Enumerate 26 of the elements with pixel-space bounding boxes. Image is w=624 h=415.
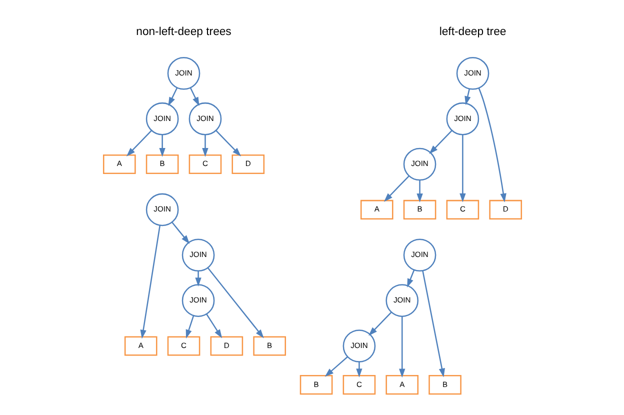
arrow <box>215 130 241 156</box>
arrow <box>406 270 414 288</box>
arrow <box>416 180 422 202</box>
arrow <box>206 314 222 338</box>
arrow <box>206 267 264 338</box>
arrow <box>171 222 190 244</box>
label: left-deep tree <box>438 26 506 38</box>
arrow <box>189 88 199 106</box>
label: non-left-deep trees <box>136 26 231 38</box>
arrow <box>368 312 392 336</box>
arrow <box>158 134 165 157</box>
arrow <box>383 176 409 202</box>
arrow <box>356 362 362 378</box>
arrow <box>324 356 348 377</box>
arrow <box>422 270 444 378</box>
arrow <box>202 134 208 157</box>
arrow <box>464 88 470 106</box>
arrow <box>126 130 152 156</box>
arrow <box>140 225 160 339</box>
arrow <box>428 130 452 154</box>
arrow <box>398 316 405 378</box>
arrow <box>185 315 194 338</box>
arrow <box>168 88 178 106</box>
arrow <box>459 134 466 202</box>
arrow <box>478 88 506 202</box>
arrow <box>194 270 201 286</box>
